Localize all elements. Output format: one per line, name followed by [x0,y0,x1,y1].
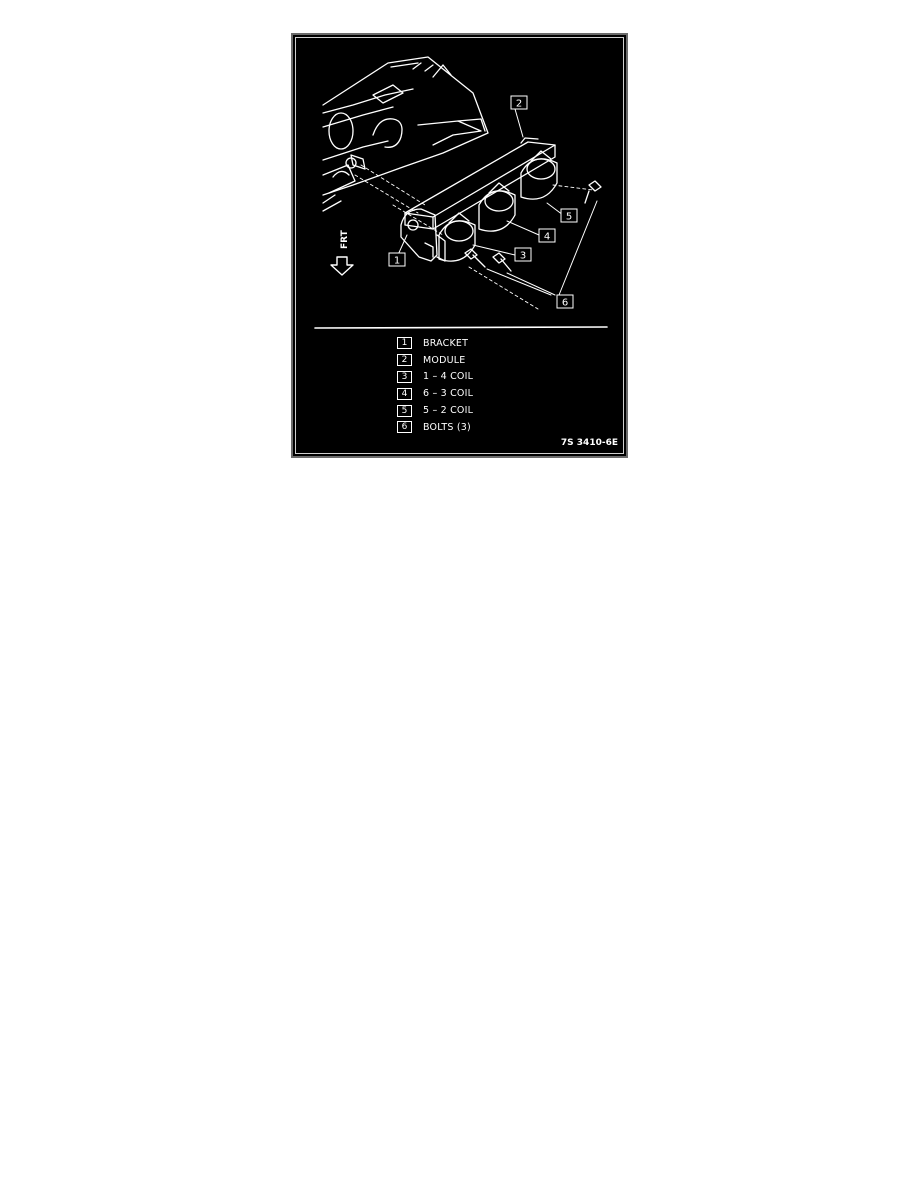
coil-5-2 [520,150,558,200]
callout-5: 5 [560,208,578,223]
legend-item-coil-6-3: 4 6 – 3 COIL [397,385,473,402]
legend-label: 1 – 4 COIL [423,371,474,383]
ignition-module [404,137,556,230]
callout-4-number: 4 [544,232,550,243]
figure-code: 7S 3410-6E [560,438,618,448]
callout-3: 3 [514,247,532,262]
callout-1: 1 [388,252,406,267]
engine-block [322,56,489,212]
alignment-lines [354,164,594,310]
legend: 1 BRACKET 2 MODULE 3 1 – 4 COIL 4 6 – 3 … [397,335,473,436]
legend-number: 1 [397,337,412,350]
callout-6: 6 [556,294,574,309]
legend-label: MODULE [423,354,466,366]
ignition-module-diagram: FRT 1 2 3 4 5 6 1 BRACKET [291,33,628,458]
legend-label: 5 – 2 COIL [423,405,474,417]
front-arrow-icon [330,256,354,276]
legend-item-coil-1-4: 3 1 – 4 COIL [397,369,473,386]
legend-item-bolts: 6 BOLTS (3) [397,419,473,436]
legend-number: 6 [397,421,412,434]
leader-lines [396,108,598,296]
mounting-bracket [400,208,446,262]
bolts [464,180,602,272]
inner-frame [295,37,624,454]
callout-4: 4 [538,228,556,243]
legend-label: BOLTS (3) [423,421,471,433]
callout-6-number: 6 [562,298,568,309]
coil-6-3 [478,182,516,232]
legend-number: 3 [397,370,412,383]
legend-label: BRACKET [423,337,469,349]
legend-label: 6 – 3 COIL [423,388,474,400]
legend-item-module: 2 MODULE [397,352,473,369]
frt-label: FRT [340,229,350,249]
callout-2: 2 [510,95,528,110]
callout-5-number: 5 [566,212,572,223]
exploded-view-illustration: FRT 1 2 3 4 5 6 [314,56,608,329]
legend-number: 2 [397,354,412,367]
legend-item-bracket: 1 BRACKET [397,335,473,352]
callout-1-number: 1 [394,256,400,267]
callout-2-number: 2 [516,99,522,110]
legend-item-coil-5-2: 5 5 – 2 COIL [397,402,473,419]
callout-3-number: 3 [520,251,526,262]
legend-number: 4 [397,387,412,400]
legend-number: 5 [397,404,412,417]
separator-line [314,326,608,329]
